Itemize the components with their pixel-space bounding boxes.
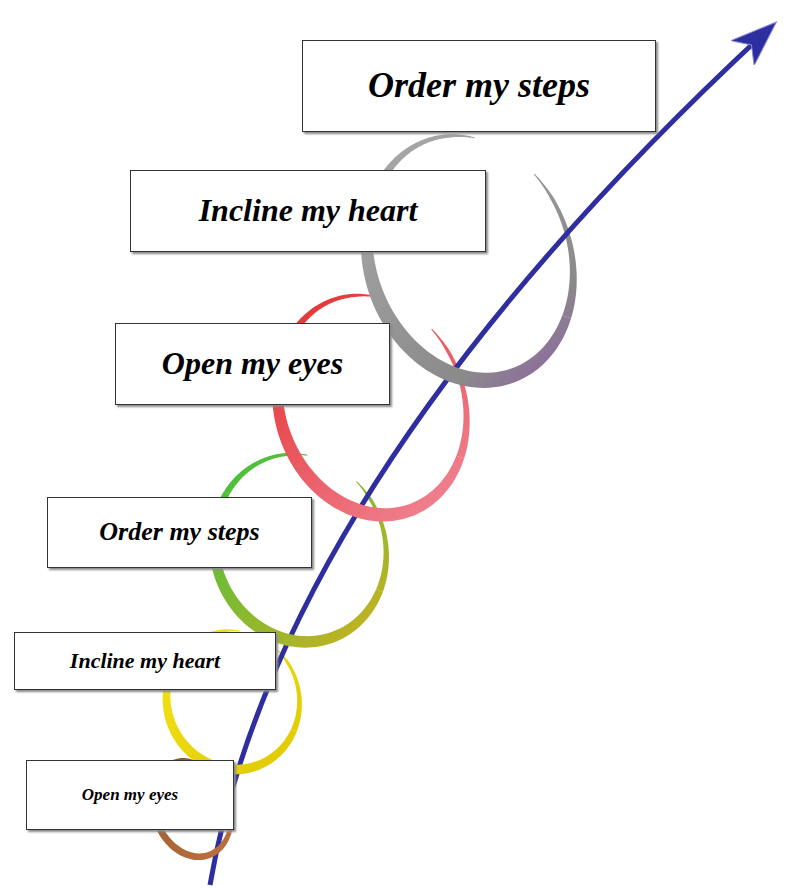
box-label: Order my steps	[368, 66, 590, 106]
label-box: Open my eyes	[115, 323, 390, 405]
box-label: Incline my heart	[70, 649, 220, 673]
label-box: Order my steps	[47, 497, 312, 568]
label-box: Incline my heart	[130, 170, 486, 252]
box-label: Incline my heart	[199, 193, 418, 228]
label-box: Open my eyes	[26, 760, 234, 830]
box-label: Open my eyes	[82, 786, 178, 805]
box-label: Order my steps	[99, 518, 259, 547]
helix-ribbon	[356, 481, 389, 592]
box-label: Open my eyes	[162, 346, 343, 381]
label-box: Order my steps	[302, 40, 656, 132]
growth-arrow	[210, 26, 772, 885]
label-box: Incline my heart	[14, 632, 276, 690]
